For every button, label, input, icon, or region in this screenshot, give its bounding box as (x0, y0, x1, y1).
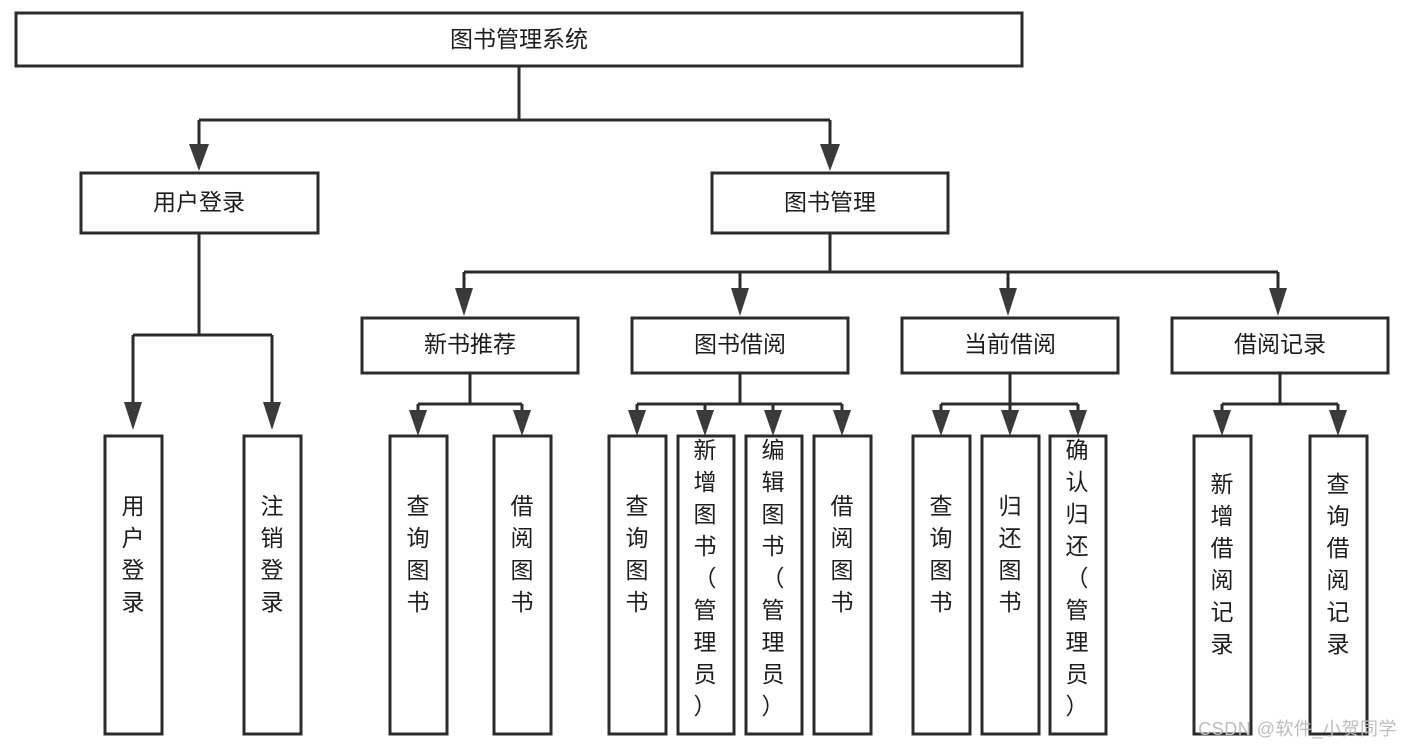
node-box (911, 434, 972, 736)
node-label: 注销登录 (261, 493, 284, 615)
node-box (388, 434, 449, 736)
node-label: 用户登录 (122, 493, 145, 615)
node-label: 当前借阅 (964, 331, 1056, 357)
leaf-user-login-signin[interactable]: 用户登录 (103, 434, 164, 736)
connector-records-to-leaves (1213, 374, 1347, 436)
node-label: 归还图书 (999, 493, 1022, 615)
node-box (710, 171, 950, 235)
leaf-borrow-add-book[interactable]: 新增图书（管理员） (676, 434, 736, 736)
leaf-current-confirm-return[interactable]: 确认归还（管理员） (1048, 434, 1108, 736)
arrow-head-icon (1269, 288, 1287, 316)
node-label: 借阅记录 (1234, 331, 1326, 357)
node-box (980, 434, 1041, 736)
node-label: 新增图书（管理员） (694, 437, 717, 719)
node-box (676, 434, 736, 736)
leaf-current-query[interactable]: 查询图书 (911, 434, 972, 736)
arrow-head-icon (513, 410, 531, 436)
node-label: 新增借阅记录 (1211, 471, 1234, 657)
arrow-head-icon (409, 410, 427, 436)
arrow-head-icon (820, 144, 840, 171)
connector-current-to-leaves (932, 374, 1087, 436)
node-book-management[interactable]: 图书管理 (710, 171, 950, 235)
node-box (607, 434, 668, 736)
leaf-borrow-query[interactable]: 查询图书 (607, 434, 668, 736)
connector-userlogin-to-leaves (124, 234, 281, 430)
node-box (900, 316, 1120, 375)
leaf-user-login-signout[interactable]: 注销登录 (242, 434, 303, 736)
node-box (14, 11, 1024, 68)
node-box (630, 316, 850, 375)
node-label: 查询借阅记录 (1327, 471, 1350, 657)
arrow-head-icon (833, 410, 851, 436)
node-label: 新书推荐 (424, 331, 516, 357)
node-label: 查询图书 (930, 493, 953, 615)
connector-bookmgmt-to-level3 (455, 234, 1287, 316)
node-label: 确认归还（管理员） (1066, 437, 1089, 719)
node-box (744, 434, 804, 736)
node-root-system[interactable]: 图书管理系统 (14, 11, 1024, 68)
node-label: 查询图书 (407, 493, 430, 615)
arrow-head-icon (124, 402, 142, 430)
connector-borrow-to-leaves (628, 374, 851, 436)
node-box (812, 434, 873, 736)
node-box (1308, 434, 1369, 736)
leaf-borrow-edit-book[interactable]: 编辑图书（管理员） (744, 434, 804, 736)
node-label: 图书管理系统 (450, 26, 588, 52)
node-user-login[interactable]: 用户登录 (79, 171, 320, 235)
node-box (79, 171, 320, 235)
node-label: 借阅图书 (511, 493, 534, 615)
node-book-borrow[interactable]: 图书借阅 (630, 316, 850, 375)
node-box (492, 434, 553, 736)
arrow-head-icon (731, 288, 749, 316)
arrow-head-icon (189, 144, 209, 171)
node-label: 编辑图书（管理员） (762, 437, 785, 719)
arrow-head-icon (696, 410, 714, 436)
node-box (360, 316, 580, 375)
node-box (242, 434, 303, 736)
arrow-head-icon (1329, 410, 1347, 436)
arrow-head-icon (764, 410, 782, 436)
node-label: 用户登录 (153, 189, 245, 215)
connector-newbook-to-leaves (409, 374, 531, 436)
node-box (1170, 316, 1390, 375)
arrow-head-icon (1069, 410, 1087, 436)
arrow-head-icon (263, 402, 281, 430)
node-box (1048, 434, 1108, 736)
node-borrow-records[interactable]: 借阅记录 (1170, 316, 1390, 375)
arrow-head-icon (1001, 410, 1019, 436)
leaf-current-return[interactable]: 归还图书 (980, 434, 1041, 736)
arrow-head-icon (628, 410, 646, 436)
node-current-borrow[interactable]: 当前借阅 (900, 316, 1120, 375)
leaf-records-query[interactable]: 查询借阅记录 (1308, 434, 1369, 736)
leaf-records-add[interactable]: 新增借阅记录 (1192, 434, 1253, 736)
leaf-newbook-borrow[interactable]: 借阅图书 (492, 434, 553, 736)
connector-root-to-level2 (189, 66, 840, 171)
node-label: 图书借阅 (694, 331, 786, 357)
arrow-head-icon (455, 288, 473, 316)
node-box (1192, 434, 1253, 736)
leaf-borrow-borrow-book[interactable]: 借阅图书 (812, 434, 873, 736)
arrow-head-icon (999, 288, 1017, 316)
arrow-head-icon (932, 410, 950, 436)
node-label: 查询图书 (626, 493, 649, 615)
arrow-head-icon (1213, 410, 1231, 436)
node-box (103, 434, 164, 736)
node-label: 借阅图书 (831, 493, 854, 615)
node-new-book-recommend[interactable]: 新书推荐 (360, 316, 580, 375)
leaf-newbook-query[interactable]: 查询图书 (388, 434, 449, 736)
node-label: 图书管理 (784, 189, 876, 215)
